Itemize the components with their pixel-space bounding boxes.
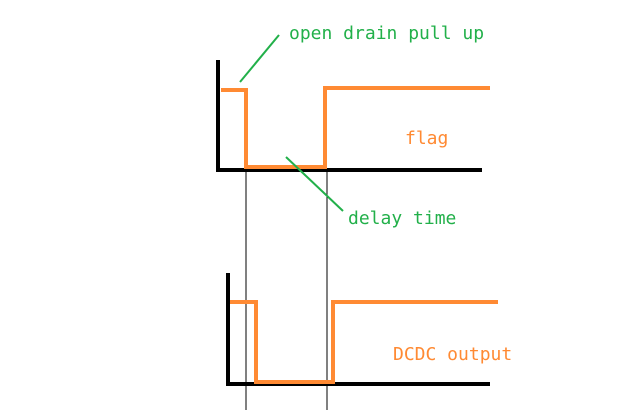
dcdc-waveform xyxy=(230,300,498,384)
open-drain-pointer xyxy=(239,34,280,83)
dcdc-output-label: DCDC output xyxy=(393,344,512,365)
flag-axis xyxy=(216,60,482,172)
flag-label: flag xyxy=(405,128,448,149)
flag-waveform xyxy=(221,86,490,169)
open-drain-label: open drain pull up xyxy=(289,23,484,44)
delay-time-pointer xyxy=(285,156,344,212)
dcdc-axis xyxy=(226,273,490,386)
delay-time-label: delay time xyxy=(348,208,456,229)
